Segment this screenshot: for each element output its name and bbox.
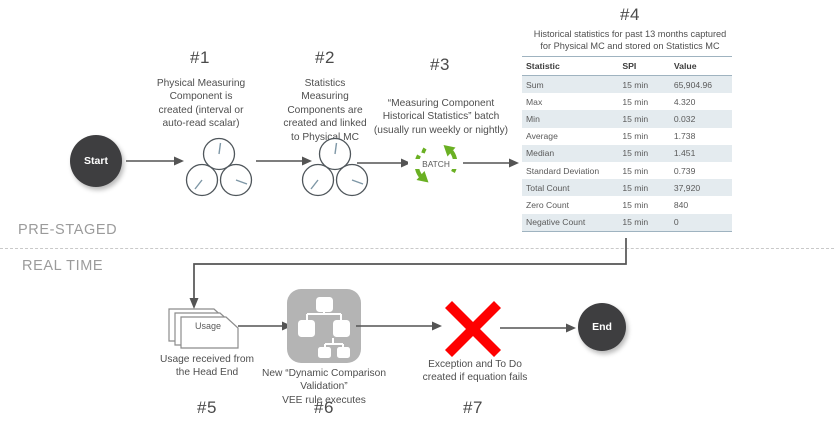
table-row: Average 15 min 1.738 [522, 127, 732, 145]
cell-value: 65,904.96 [669, 75, 732, 94]
step-number-5: #5 [197, 398, 217, 417]
cell-spi: 15 min [618, 75, 670, 94]
cell-spi: 15 min [618, 161, 670, 180]
step7-line-1: Exception and To Do [428, 359, 522, 370]
cell-value: 0 [669, 213, 732, 232]
band-divider [0, 248, 834, 249]
step1-line-1: Physical Measuring [156, 78, 246, 89]
column-header-value: Value [669, 56, 732, 76]
step-description-7: Exception and To Do created if equation … [419, 358, 531, 385]
usage-label: Usage [194, 321, 221, 331]
cell-value: 0.032 [669, 110, 732, 128]
cell-statistic: Median [522, 144, 619, 162]
cell-value: 4.320 [669, 93, 732, 111]
step-number-3: #3 [430, 55, 450, 74]
connector-table-to-usage [189, 238, 627, 309]
end-node-label: End [592, 321, 612, 333]
step-description-1: Physical Measuring Component is created … [148, 77, 254, 131]
table-row: Sum 15 min 65,904.96 [522, 75, 732, 94]
step-number-7: #7 [463, 398, 483, 417]
stats-header-row: Statistic SPI Value [522, 56, 732, 76]
stats-title-line-1: Historical statistics for past 13 months… [533, 29, 727, 39]
cell-statistic: Total Count [522, 179, 619, 197]
column-header-spi: SPI [618, 56, 670, 76]
cell-statistic: Negative Count [522, 213, 619, 232]
table-row: Min 15 min 0.032 [522, 110, 732, 128]
cell-statistic: Standard Deviation [522, 161, 619, 180]
arrow-vee-to-exception [356, 321, 442, 331]
cell-statistic: Average [522, 127, 619, 145]
step1-line-4: auto-read scalar) [162, 118, 240, 130]
cell-value: 37,920 [669, 179, 732, 197]
step-number-2: #2 [315, 48, 335, 67]
vee-rule-icon [287, 289, 361, 363]
step-number-1: #1 [190, 48, 210, 67]
exception-x-icon [445, 301, 501, 357]
usage-document-stack-icon [168, 308, 239, 349]
cell-statistic: Max [522, 93, 619, 111]
cell-value: 1.738 [669, 127, 732, 145]
cell-spi: 15 min [618, 179, 670, 197]
table-row: Standard Deviation 15 min 0.739 [522, 161, 732, 180]
cell-spi: 15 min [618, 110, 670, 128]
step-number-4: #4 [620, 5, 640, 24]
cell-statistic: Min [522, 110, 619, 128]
stats-table-title: Historical statistics for past 13 months… [520, 28, 740, 52]
start-node-label: Start [84, 155, 108, 167]
cell-spi: 15 min [618, 144, 670, 162]
step-description-6: New “Dynamic Comparison Validation” VEE … [241, 367, 407, 407]
batch-label: BATCH [408, 159, 464, 169]
cell-spi: 15 min [618, 196, 670, 214]
step2-line-5: to Physical MC [291, 131, 359, 143]
step7-line-2: created if equation fails [422, 372, 528, 384]
table-row: Zero Count 15 min 840 [522, 196, 732, 214]
arrow-meters1-to-meters2 [256, 156, 312, 166]
cell-statistic: Sum [522, 75, 619, 94]
step5-line-2: the Head End [175, 367, 239, 379]
arrow-batch-to-table [463, 158, 519, 168]
stats-table-wrapper: Statistic SPI Value Sum 15 min 65,904.96… [522, 56, 732, 232]
step5-line-1: Usage received from [160, 354, 254, 365]
cell-spi: 15 min [618, 213, 670, 232]
step2-line-4: created and linked [283, 118, 367, 130]
step2-line-3: Components are [287, 104, 363, 116]
column-header-statistic: Statistic [522, 56, 619, 76]
step-number-6: #6 [314, 398, 334, 417]
step-description-5: Usage received from the Head End [152, 353, 262, 380]
stats-table-body: Sum 15 min 65,904.96 Max 15 min 4.320 Mi… [522, 75, 732, 232]
step1-line-2: Component is [169, 91, 233, 103]
cell-spi: 15 min [618, 127, 670, 145]
meter-cluster-icon-2 [301, 137, 369, 197]
arrow-exception-to-end [500, 323, 576, 333]
table-row: Max 15 min 4.320 [522, 93, 732, 111]
step-description-2: Statistics Measuring Components are crea… [272, 77, 378, 144]
cell-value: 840 [669, 196, 732, 214]
step2-line-1: Statistics [304, 78, 346, 89]
start-node: Start [70, 135, 122, 187]
table-row: Negative Count 15 min 0 [522, 213, 732, 232]
step6-line-1: New “Dynamic Comparison Validation” [262, 368, 386, 393]
band-label-pre-staged: PRE-STAGED [18, 222, 118, 238]
step3-line-2: Historical Statistics” batch [382, 111, 500, 123]
step3-line-3: (usually run weekly or nightly) [373, 124, 509, 136]
stats-table-head: Statistic SPI Value [522, 56, 732, 76]
stats-title-line-2: for Physical MC and stored on Statistics… [540, 41, 720, 51]
cell-value: 0.739 [669, 161, 732, 180]
step2-line-2: Measuring [301, 91, 349, 103]
step6-line-2: VEE rule executes [282, 394, 366, 406]
stats-table: Statistic SPI Value Sum 15 min 65,904.96… [522, 56, 732, 232]
meter-cluster-icon-1 [185, 137, 253, 197]
band-label-real-time: REAL TIME [22, 258, 104, 274]
cell-value: 1.451 [669, 144, 732, 162]
cell-statistic: Zero Count [522, 196, 619, 214]
table-row: Median 15 min 1.451 [522, 144, 732, 162]
table-row: Total Count 15 min 37,920 [522, 179, 732, 197]
step1-line-3: created (interval or [158, 104, 244, 116]
step-description-3: “Measuring Component Historical Statisti… [366, 97, 516, 137]
step3-line-1: “Measuring Component [387, 98, 495, 109]
arrow-meters2-to-batch [357, 158, 411, 168]
cell-spi: 15 min [618, 93, 670, 111]
end-node: End [578, 303, 626, 351]
arrow-start-to-meters1 [126, 156, 184, 166]
